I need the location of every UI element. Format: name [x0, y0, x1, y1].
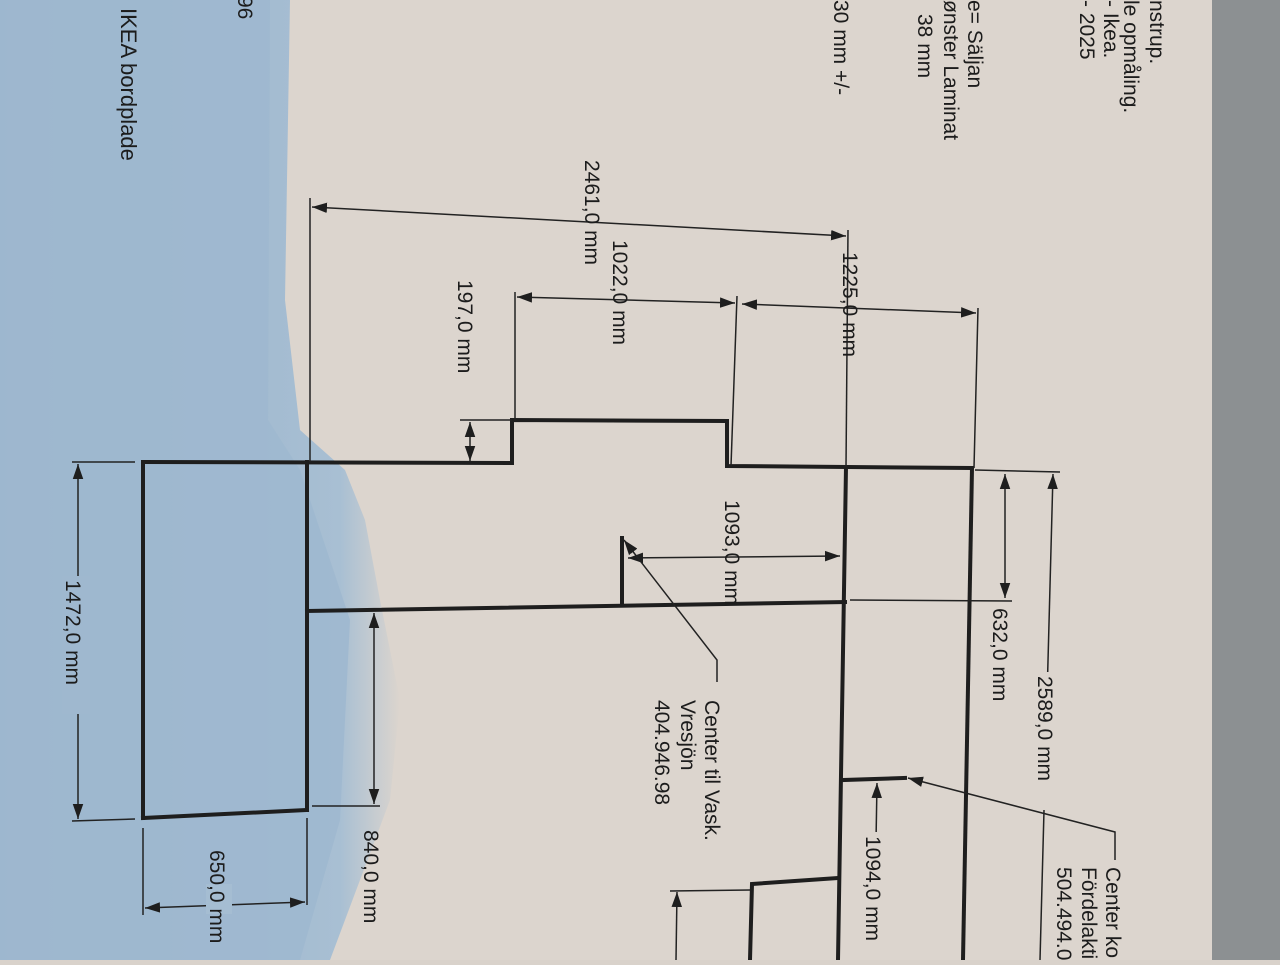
countertop-outline [140, 417, 975, 963]
dim-label-632: 632,0 mm [988, 608, 1011, 701]
note-line-7: 38 mm [913, 14, 936, 78]
distributor-callout-line-3: 504.494.0 [1052, 867, 1075, 960]
dim-label-1094: 1094,0 mm [861, 836, 884, 941]
dim-label-2589: 2589,0 mm [1033, 676, 1056, 781]
partial-note-number: 96 [233, 0, 256, 19]
note-line-2: le opmåling. [1119, 0, 1142, 113]
distributor-leader-line [907, 776, 1116, 860]
sink-callout: Center til Vask. Vresjön 404.946.98 [650, 700, 723, 841]
sink-callout-line-3: 404.946.98 [650, 700, 673, 805]
dim-label-2461: 2461,0 mm [580, 160, 603, 265]
note-line-3: - Ikea. [1099, 0, 1122, 58]
dim-label-840: 840,0 mm [359, 830, 382, 923]
dim-label-197: 197,0 mm [453, 280, 476, 373]
sink-callout-line-2: Vresjön [676, 700, 699, 770]
distributor-callout-line-1: Center ko [1101, 867, 1124, 958]
dim-label-1093: 1093,0 mm [720, 500, 743, 605]
dim-label-1022: 1022,0 mm [608, 240, 631, 345]
sink-callout-line-1: Center til Vask. [700, 700, 723, 841]
distributor-callout: Center ko Fördelakti 504.494.0 [1052, 867, 1124, 960]
dim-label-650: 650,0 mm [205, 850, 228, 943]
background-edge [1212, 0, 1280, 960]
note-line-6: ønster Laminat [939, 0, 962, 140]
countertop-title: IKEA bordplade [116, 8, 141, 161]
note-line-5: e= Säljan [963, 0, 986, 88]
note-line-8: 30 mm +/- [829, 0, 852, 95]
dim-label-1472: 1472,0 mm [61, 580, 84, 685]
sink-leader-line [623, 539, 718, 682]
dim-label-1225: 1225,0 mm [838, 252, 861, 357]
blue-shadow-core [0, 0, 350, 960]
note-line-1: nstrup. [1145, 0, 1168, 64]
distributor-callout-line-2: Fördelakti [1077, 867, 1100, 959]
note-line-4: - 2025 [1075, 0, 1098, 60]
